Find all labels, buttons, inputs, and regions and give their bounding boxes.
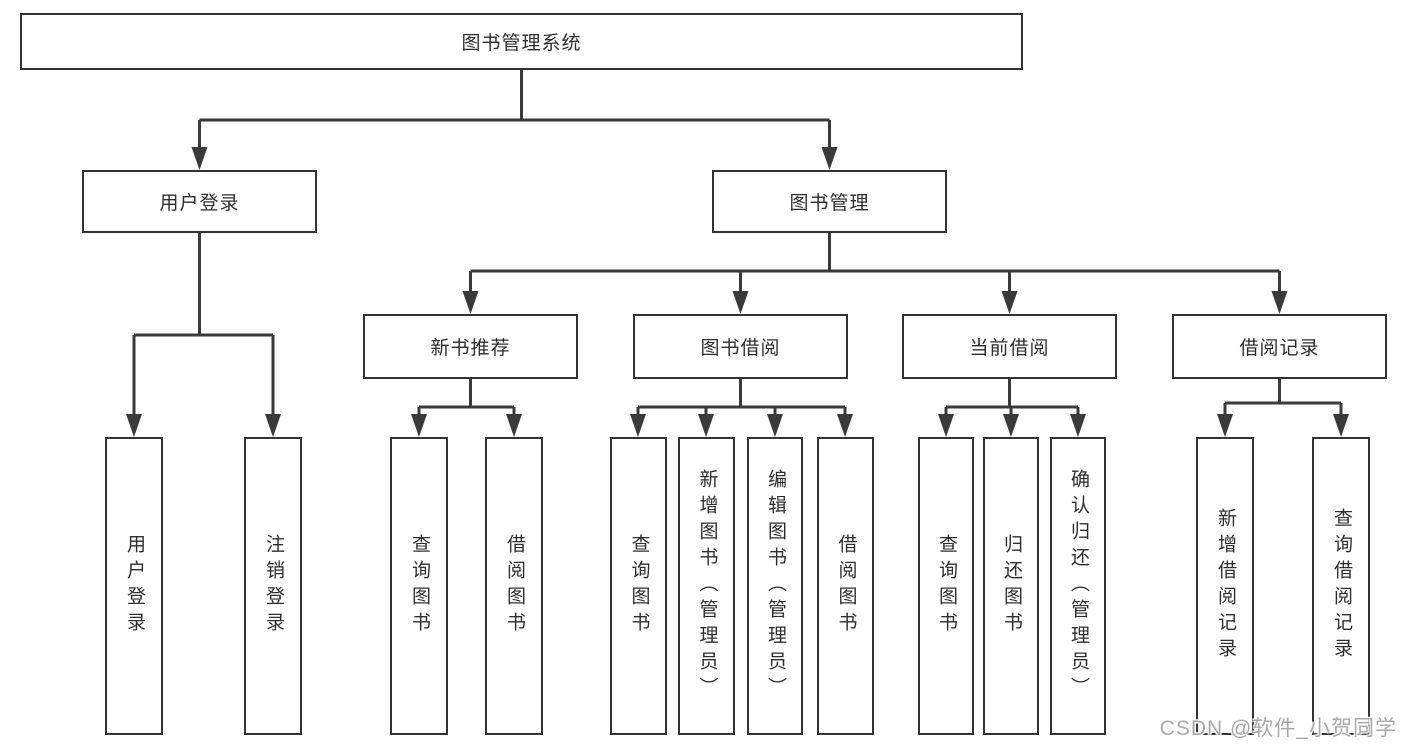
node-book-borrow: 图书借阅 bbox=[633, 314, 848, 379]
leaf-add-borrow-record: 新增借阅记录 bbox=[1196, 437, 1254, 735]
leaf-borrow-books-label: 借阅图书 bbox=[835, 534, 857, 638]
leaf-borrow-books: 借阅图书 bbox=[817, 437, 874, 735]
leaf-return-books: 归还图书 bbox=[983, 437, 1039, 735]
leaf-add-borrow-record-label: 新增借阅记录 bbox=[1214, 508, 1236, 664]
leaf-user-login-label: 用户登录 bbox=[123, 534, 145, 638]
node-new-book-recommend: 新书推荐 bbox=[363, 314, 578, 379]
leaf-confirm-return-admin: 确认归还（管理员） bbox=[1050, 437, 1106, 735]
leaf-return-books-label: 归还图书 bbox=[1000, 534, 1022, 638]
leaf-confirm-return-admin-label: 确认归还（管理员） bbox=[1067, 469, 1089, 703]
leaf-newbook-borrow-books: 借阅图书 bbox=[485, 437, 543, 735]
node-new-book-recommend-label: 新书推荐 bbox=[430, 338, 511, 359]
node-book-management: 图书管理 bbox=[712, 170, 947, 233]
leaf-newbook-query-books: 查询图书 bbox=[390, 437, 448, 735]
node-user-login-label: 用户登录 bbox=[159, 193, 240, 214]
node-borrow-records: 借阅记录 bbox=[1172, 314, 1387, 379]
leaf-query-borrow-record-label: 查询借阅记录 bbox=[1330, 508, 1352, 664]
node-user-login: 用户登录 bbox=[82, 170, 317, 233]
leaf-current-query-books: 查询图书 bbox=[918, 437, 974, 735]
leaf-user-login: 用户登录 bbox=[105, 437, 163, 735]
leaf-current-query-books-label: 查询图书 bbox=[935, 534, 957, 638]
node-borrow-records-label: 借阅记录 bbox=[1239, 338, 1320, 359]
leaf-add-books-admin-label: 新增图书（管理员） bbox=[696, 469, 718, 703]
leaf-newbook-query-books-label: 查询图书 bbox=[408, 534, 430, 638]
node-root-system: 图书管理系统 bbox=[20, 13, 1023, 70]
node-root-label: 图书管理系统 bbox=[461, 33, 582, 54]
node-current-borrow-label: 当前借阅 bbox=[969, 338, 1050, 359]
leaf-query-borrow-record: 查询借阅记录 bbox=[1312, 437, 1370, 735]
leaf-edit-books-admin-label: 编辑图书（管理员） bbox=[764, 469, 786, 703]
node-book-borrow-label: 图书借阅 bbox=[700, 338, 781, 359]
node-current-borrow: 当前借阅 bbox=[902, 314, 1117, 379]
leaf-add-books-admin: 新增图书（管理员） bbox=[678, 437, 735, 735]
leaf-edit-books-admin: 编辑图书（管理员） bbox=[747, 437, 803, 735]
leaf-borrow-query-books: 查询图书 bbox=[610, 437, 667, 735]
leaf-logout-label: 注销登录 bbox=[262, 534, 284, 638]
leaf-borrow-query-books-label: 查询图书 bbox=[628, 534, 650, 638]
leaf-logout: 注销登录 bbox=[244, 437, 302, 735]
csdn-watermark: CSDN @软件_小贺同学 bbox=[1159, 717, 1397, 740]
node-book-management-label: 图书管理 bbox=[789, 193, 870, 214]
leaf-newbook-borrow-books-label: 借阅图书 bbox=[503, 534, 525, 638]
